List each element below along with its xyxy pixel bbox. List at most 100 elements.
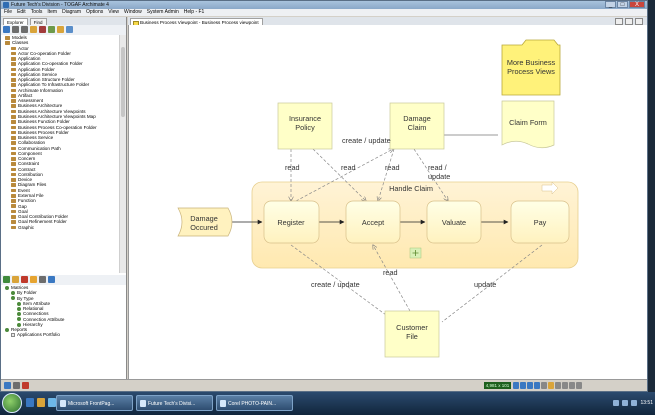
nav-last-icon[interactable] [534, 382, 540, 389]
nav-prev-icon[interactable] [520, 382, 526, 389]
diagram-minimize-button[interactable] [615, 18, 623, 25]
maximize-button[interactable]: □ [617, 1, 628, 8]
tree-item[interactable]: Business Service [1, 135, 119, 140]
tree-item[interactable]: Application Folder [1, 67, 119, 72]
diagram-restore-button[interactable] [625, 18, 633, 25]
close-button[interactable]: X [629, 1, 645, 8]
tree-item[interactable]: Contribution [1, 172, 119, 177]
folder-icon[interactable] [30, 26, 37, 33]
matrix-tree-item[interactable]: Applications Portfolio [1, 332, 126, 337]
tree-item[interactable]: Constraint [1, 161, 119, 166]
handle-claim-group[interactable]: Handle Claim [251, 181, 579, 269]
tree-item[interactable]: Event [1, 188, 119, 193]
task-photopaint[interactable]: Corel PHOTO-PAIN... [216, 395, 293, 411]
matrix-tree-item[interactable]: Connections [1, 311, 126, 316]
stop-icon[interactable] [22, 382, 29, 389]
tree-item[interactable]: Collaboration [1, 140, 119, 145]
tree-item[interactable]: Goal [1, 209, 119, 214]
menu-system-admin[interactable]: System Admin [146, 9, 179, 15]
tree-item[interactable]: Function [1, 198, 119, 203]
tree-item[interactable]: Archimate Information [1, 88, 119, 93]
tree-item[interactable]: Diagram Files [1, 182, 119, 187]
menu-tools[interactable]: Tools [30, 9, 43, 15]
tree-item[interactable]: Contract [1, 167, 119, 172]
show-desktop-icon[interactable] [26, 398, 34, 407]
tree-item[interactable]: Device [1, 177, 119, 182]
pay-process[interactable]: Pay [510, 200, 570, 244]
report-icon[interactable] [30, 276, 37, 283]
menu-item[interactable]: Item [47, 9, 58, 15]
register-process[interactable]: Register [263, 200, 320, 244]
matrix-tree-item[interactable]: Hierarchy [1, 322, 126, 327]
tree-item[interactable]: Gap [1, 204, 119, 209]
tree-item[interactable]: Business Process Co-operation Folder [1, 125, 119, 130]
volume-icon[interactable] [622, 400, 629, 406]
tree-item[interactable]: Assessment [1, 98, 119, 103]
tree-item[interactable]: Application To Infrastructure Folder [1, 82, 119, 87]
delete-icon[interactable] [21, 276, 28, 283]
properties-icon[interactable] [57, 26, 64, 33]
menu-view[interactable]: View [108, 9, 119, 15]
zoom-in-icon[interactable] [569, 382, 575, 389]
tree-item[interactable]: Application Service [1, 72, 119, 77]
print-icon[interactable] [541, 382, 547, 389]
tree-item[interactable]: Business Architecture Viewpoints Map [1, 114, 119, 119]
nav-first-icon[interactable] [513, 382, 519, 389]
menu-help[interactable]: Help - F1 [183, 9, 205, 15]
matrix-tree-item[interactable]: Reports [1, 327, 126, 332]
browser-icon[interactable] [48, 398, 56, 407]
menu-diagram[interactable]: Diagram [62, 9, 82, 15]
tree-item[interactable]: External File [1, 193, 119, 198]
sync-icon[interactable] [66, 26, 73, 33]
matrix-tree-item[interactable]: By Type [1, 296, 126, 301]
claim-form-object[interactable]: Claim Form [501, 100, 555, 149]
menu-window[interactable]: Window [124, 9, 142, 15]
add-icon[interactable] [48, 26, 55, 33]
tree-item[interactable]: Business Architecture Viewpoints [1, 109, 119, 114]
tree-item[interactable]: Goal Contribution Folder [1, 214, 119, 219]
matrix-tree-item[interactable]: Relational [1, 306, 126, 311]
tree-item[interactable]: Application Structure Folder [1, 77, 119, 82]
tree-item[interactable]: Business Architecture [1, 103, 119, 108]
scroll-thumb[interactable] [121, 47, 125, 117]
fit-icon[interactable] [562, 382, 568, 389]
tree-item[interactable]: Component [1, 151, 119, 156]
layout-icon[interactable] [4, 382, 11, 389]
tree-item[interactable]: Graphic [1, 225, 119, 230]
delete-icon[interactable] [39, 26, 46, 33]
network-icon[interactable] [613, 400, 620, 406]
tree-item[interactable]: Application [1, 56, 119, 61]
zoom-out-icon[interactable] [576, 382, 582, 389]
menu-file[interactable]: File [4, 9, 13, 15]
tree-item[interactable]: Business Function Folder [1, 119, 119, 124]
tab-explorer[interactable]: Explorer [3, 18, 28, 26]
tree-item[interactable]: Communication Path [1, 146, 119, 151]
menu-options[interactable]: Options [86, 9, 104, 15]
minimize-button[interactable]: _ [605, 1, 616, 8]
task-archimate[interactable]: Future Tech's Divisi... [136, 395, 213, 411]
tree-scrollbar[interactable] [119, 35, 126, 273]
tree-item[interactable]: Artifact [1, 93, 119, 98]
new-matrix-icon[interactable] [3, 276, 10, 283]
menu-edit[interactable]: Edit [17, 9, 26, 15]
diagram-close-button[interactable] [635, 18, 643, 25]
folder-icon[interactable] [12, 276, 19, 283]
tree-item-classes[interactable]: Classes [1, 40, 119, 45]
export-icon[interactable] [548, 382, 554, 389]
pin-icon[interactable] [13, 382, 20, 389]
tree-item[interactable]: Actor [1, 46, 119, 51]
explorer-icon[interactable] [37, 398, 45, 407]
power-icon[interactable] [631, 400, 638, 406]
start-button[interactable] [2, 393, 22, 413]
nav-next-icon[interactable] [527, 382, 533, 389]
tree-item[interactable]: Actor Co-operation Folder [1, 51, 119, 56]
task-frontpage[interactable]: Microsoft FrontPag... [56, 395, 133, 411]
matrix-tree-item[interactable]: By Folder [1, 290, 126, 295]
tab-find[interactable]: Find [29, 18, 47, 26]
tree-item[interactable]: Business Process Folder [1, 130, 119, 135]
accept-process[interactable]: Accept [345, 200, 401, 244]
